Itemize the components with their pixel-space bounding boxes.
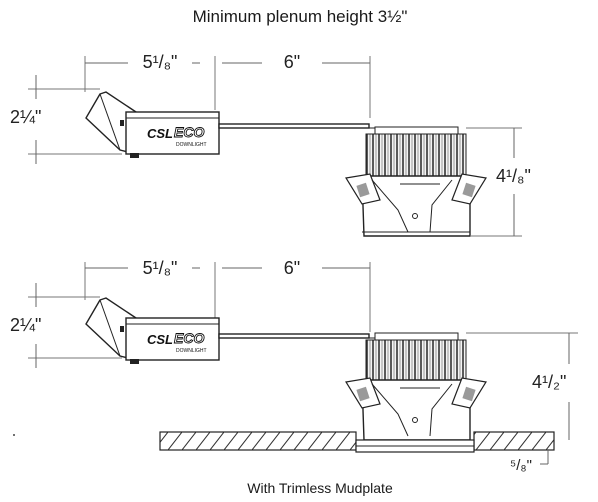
bottom-fixture xyxy=(345,332,487,441)
bottom-box-height-dimension: 2¼" xyxy=(10,283,122,368)
mudplate-caption: With Trimless Mudplate xyxy=(247,480,393,496)
ceiling-mudplate xyxy=(159,431,555,453)
top-box-width-label: 5¹/₈" xyxy=(143,52,178,72)
bottom-logo-eco: ECO xyxy=(174,330,204,346)
top-junction-box: CSL ECO DOWNLIGHT xyxy=(85,91,220,158)
mudplate-depth-label: ⁵/₈" xyxy=(510,457,532,474)
top-logo-csl: CSL xyxy=(147,126,173,141)
top-assembly: 5¹/₈" 6" 2¼" CSL ECO DOWNLIGHT xyxy=(10,52,531,237)
top-fixture-height-dimension: 4¹/₈" xyxy=(466,127,531,237)
top-flex-cable xyxy=(218,123,370,129)
top-fixture xyxy=(345,126,487,237)
bottom-width-dimension: 5¹/₈" 6" xyxy=(84,258,371,332)
ceiling-right xyxy=(473,431,555,451)
margin-dot xyxy=(13,434,15,436)
bottom-box-width-label: 5¹/₈" xyxy=(143,258,178,278)
mudplate-depth-dimension: ⁵/₈" xyxy=(510,450,549,474)
top-heatsink-fins xyxy=(365,133,467,177)
top-logo-eco: ECO xyxy=(174,124,204,140)
plenum-height-title: Minimum plenum height 3½" xyxy=(193,7,408,26)
ceiling-left xyxy=(159,431,357,451)
bottom-junction-box: CSL ECO DOWNLIGHT xyxy=(85,297,220,364)
bottom-fixture-height-dimension: 4¹/₂" xyxy=(466,332,578,440)
top-width-dimension: 5¹/₈" 6" xyxy=(84,52,371,118)
top-box-height-dimension: 2¼" xyxy=(10,75,122,164)
top-fixture-height-label: 4¹/₈" xyxy=(496,166,531,186)
top-box-height-label: 2¼" xyxy=(10,107,41,127)
bottom-assembly: 5¹/₈" 6" 2¼" CSL ECO DOWNLIGHT xyxy=(10,258,578,474)
top-cable-length-label: 6" xyxy=(284,52,300,72)
bottom-heatsink-fins xyxy=(365,339,467,381)
top-logo-downlight: DOWNLIGHT xyxy=(176,142,207,148)
bottom-logo-downlight: DOWNLIGHT xyxy=(176,348,207,354)
bottom-cable-length-label: 6" xyxy=(284,258,300,278)
bottom-fixture-height-label: 4¹/₂" xyxy=(532,372,566,392)
bottom-logo-csl: CSL xyxy=(147,332,173,347)
bottom-box-height-label: 2¼" xyxy=(10,315,41,335)
bottom-flex-cable xyxy=(218,333,370,339)
